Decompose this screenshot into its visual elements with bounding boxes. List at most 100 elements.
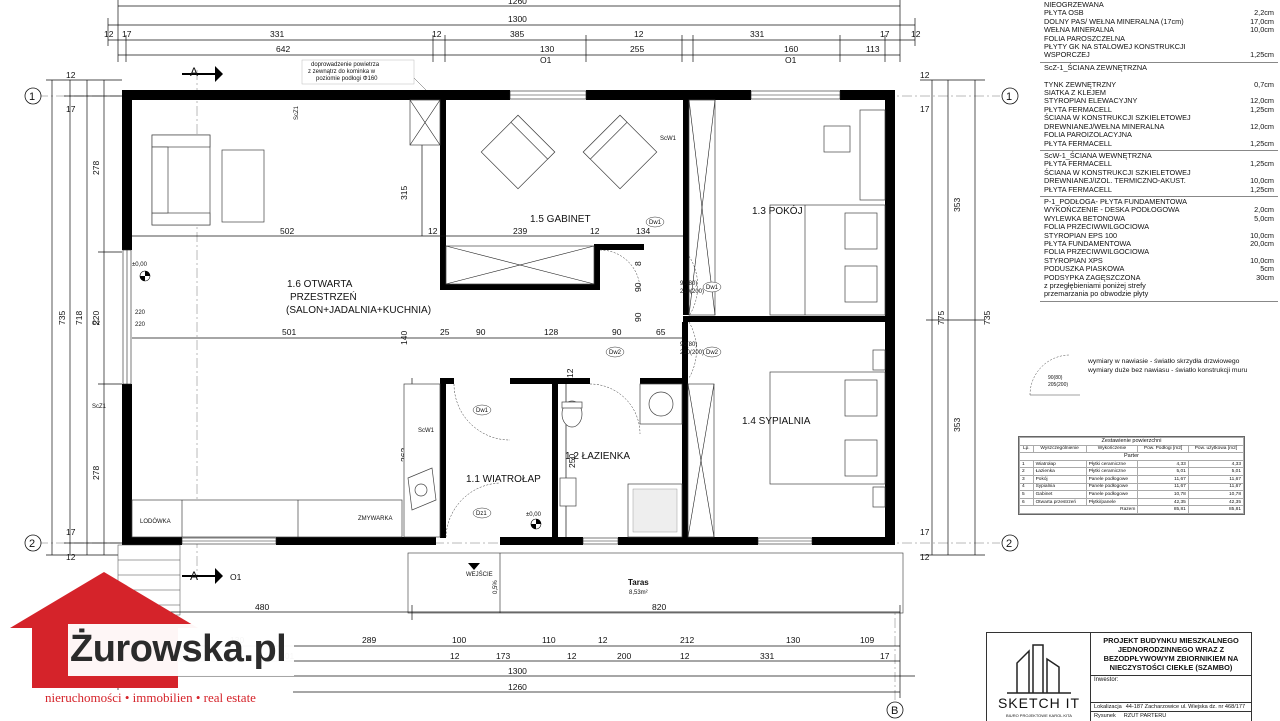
table-cell: Panele podłogowe — [1085, 482, 1139, 492]
spec-layer: DOLNY PAS/ WEŁNA MINERALNA (17cm) — [1044, 16, 1184, 26]
spec-thickness: 1,25cm — [1250, 50, 1274, 60]
vent-note-2: z zewnątrz do kominka w — [308, 69, 376, 75]
logo-tagline: nieruchomości • immobilien • real estate — [8, 690, 293, 706]
spec-layer: PŁYTY GK NA STALOWEJ KONSTRUKCJI — [1044, 42, 1186, 52]
investor-field: Inwestor: — [1091, 676, 1251, 703]
area-total-1: 85,81 — [1137, 505, 1189, 514]
dim-left-278a: 278 — [91, 161, 101, 175]
room-open-space-3: (SALON+JADALNIA+KUCHNIA) — [286, 305, 431, 316]
spec-thickness: 2,0cm — [1254, 205, 1274, 215]
right-dimensions — [920, 79, 985, 556]
window-220a: 220 — [135, 310, 146, 316]
spec-layer: STYROPIAN ELEWACYJNY — [1044, 96, 1138, 106]
dim-right-12a: 12 — [920, 70, 930, 80]
house-logo-icon — [10, 572, 294, 688]
area-col-header: Lp. — [1019, 444, 1034, 454]
door-size-90b: 90(80) — [680, 342, 697, 348]
spec-row: ScW-1_ŚCIANA WEWNĘTRZNA — [1044, 151, 1274, 160]
spec-thickness — [1270, 290, 1274, 298]
spec-layer: PŁYTA FERMACELL — [1044, 104, 1112, 114]
label-zmywarka: ZMYWARKA — [358, 516, 392, 522]
legend-size-2: 205(200) — [1048, 382, 1069, 388]
dim-134: 134 — [636, 226, 650, 236]
table-cell: Panele podłogowe — [1085, 474, 1139, 484]
dim-12c: 12 — [634, 29, 644, 39]
room-gabinet: 1.5 GABINET — [530, 214, 591, 225]
spec-layer: FOLIA PAROIZOLACYJNA — [1044, 130, 1132, 140]
table-cell: 4,33 — [1187, 459, 1245, 469]
dim-right-735: 735 — [982, 311, 992, 325]
project-title-4: NIECZYSTOŚCI CIEKŁE (SZAMBO) — [1109, 663, 1233, 672]
location-value: 44-187 Zacharzowice ul. Wiejska dz. nr 4… — [1125, 704, 1246, 710]
spec-layer: FOLIA PRZECIWWILGOCIOWA — [1044, 247, 1150, 257]
project-title-3: BEZODPŁYWOWYM ZBIORNIKIEM NA — [1103, 654, 1239, 663]
legend-door-symbol — [1029, 354, 1080, 396]
dim-12-bot3: 12 — [567, 651, 577, 661]
spec-row: SIATKA Z KLEJEM — [1044, 88, 1274, 97]
dim-12-int: 12 — [428, 226, 438, 236]
sketch-it-block: SKETCH IT BIURO PROJEKTOWE KAROL KITA — [986, 632, 1091, 721]
dim-left-17a: 17 — [66, 104, 76, 114]
spec-layer: FOLIA PRZECIWWILGOCIOWA — [1044, 222, 1150, 232]
room-lazienka: 1.2 ŁAZIENKA — [565, 451, 630, 462]
table-cell: Gabinet — [1032, 490, 1087, 499]
slope-label: 0,5% — [493, 580, 499, 594]
dim-110: 110 — [542, 635, 556, 645]
table-cell: 11,67 — [1137, 482, 1189, 492]
area-table: Zestawienie powierzchni Lp.Wyszczególnie… — [1018, 436, 1245, 515]
spec-layer: PŁYTA FUNDAMENTOWA — [1044, 238, 1132, 248]
table-cell: Pokój — [1032, 474, 1087, 484]
dim-385: 385 — [510, 29, 524, 39]
dim-130-bot2: 130 — [786, 635, 800, 645]
drawing-value: RZUT PARTERU — [1123, 713, 1167, 719]
table-cell: Otwarta przestrzeń — [1032, 497, 1087, 507]
window-o1-top-a: O1 — [540, 55, 552, 65]
spec-thickness: 10,0cm — [1250, 230, 1274, 240]
title-block: PROJEKT BUDYNKU MIESZKALNEGO JEDNORODZIN… — [1090, 632, 1252, 721]
spec-thickness: 20,0cm — [1250, 238, 1274, 248]
window-220b: 220 — [135, 322, 146, 328]
room-pokoj: 1.3 POKÓJ — [752, 204, 803, 217]
table-cell: 5,01 — [1187, 467, 1245, 476]
table-cell: 5 — [1019, 490, 1034, 499]
door-legend: wymiary w nawiasie - światło skrzydła dr… — [1020, 340, 1250, 400]
dim-642: 642 — [276, 44, 290, 54]
dim-331a: 331 — [270, 29, 284, 39]
spec-layer: przemarzania po obwodzie płyty — [1044, 289, 1149, 299]
spec-thickness: 12,0cm — [1250, 96, 1274, 106]
area-table-title: Zestawienie powierzchni — [1019, 437, 1244, 446]
entrance-label: WEJŚCIE — [466, 570, 493, 578]
spec-row: ScZ-1_ŚCIANA ZEWNĘTRZNA — [1044, 63, 1274, 72]
terrace-label: Taras — [628, 578, 649, 587]
dim-12-bot4: 12 — [680, 651, 690, 661]
dim-12-int2: 12 — [590, 226, 600, 236]
dim-25: 25 — [440, 327, 450, 337]
drawing-label: Rysunek — [1094, 713, 1116, 719]
legend-size-1: 90(80) — [1048, 375, 1063, 381]
terrace-area: 8,53m² — [629, 590, 648, 596]
dim-315: 315 — [399, 186, 409, 200]
door-size-210a: 210(200) — [680, 289, 704, 295]
sketch-it-sub: BIURO PROJEKTOWE KAROL KITA — [1006, 713, 1072, 718]
drawing-field: Rysunek RZUT PARTERU — [1091, 712, 1251, 720]
dim-1260-bot: 1260 — [508, 682, 527, 692]
left-dimensions — [46, 79, 122, 556]
terrace: WEJŚCIE 0,5% Taras 8,53m² — [407, 552, 904, 614]
spec-thickness: 17,0cm — [1250, 16, 1274, 26]
sofa — [151, 134, 211, 226]
project-title-2: JEDNORODZINNEGO WRAZ Z — [1117, 645, 1225, 654]
doors — [445, 249, 698, 538]
spec-thickness: 1,25cm — [1250, 138, 1274, 148]
spec-row: FOLIA PAROSZCZELNA — [1044, 34, 1274, 43]
spec-layer: ŚCIANA W KONSTRUKCJI SZKIELETOWEJ — [1044, 167, 1191, 177]
dim-109: 109 — [860, 635, 874, 645]
spec-row: P-1_PODŁOGA- PŁYTA FUNDAMENTOWA — [1044, 197, 1274, 206]
